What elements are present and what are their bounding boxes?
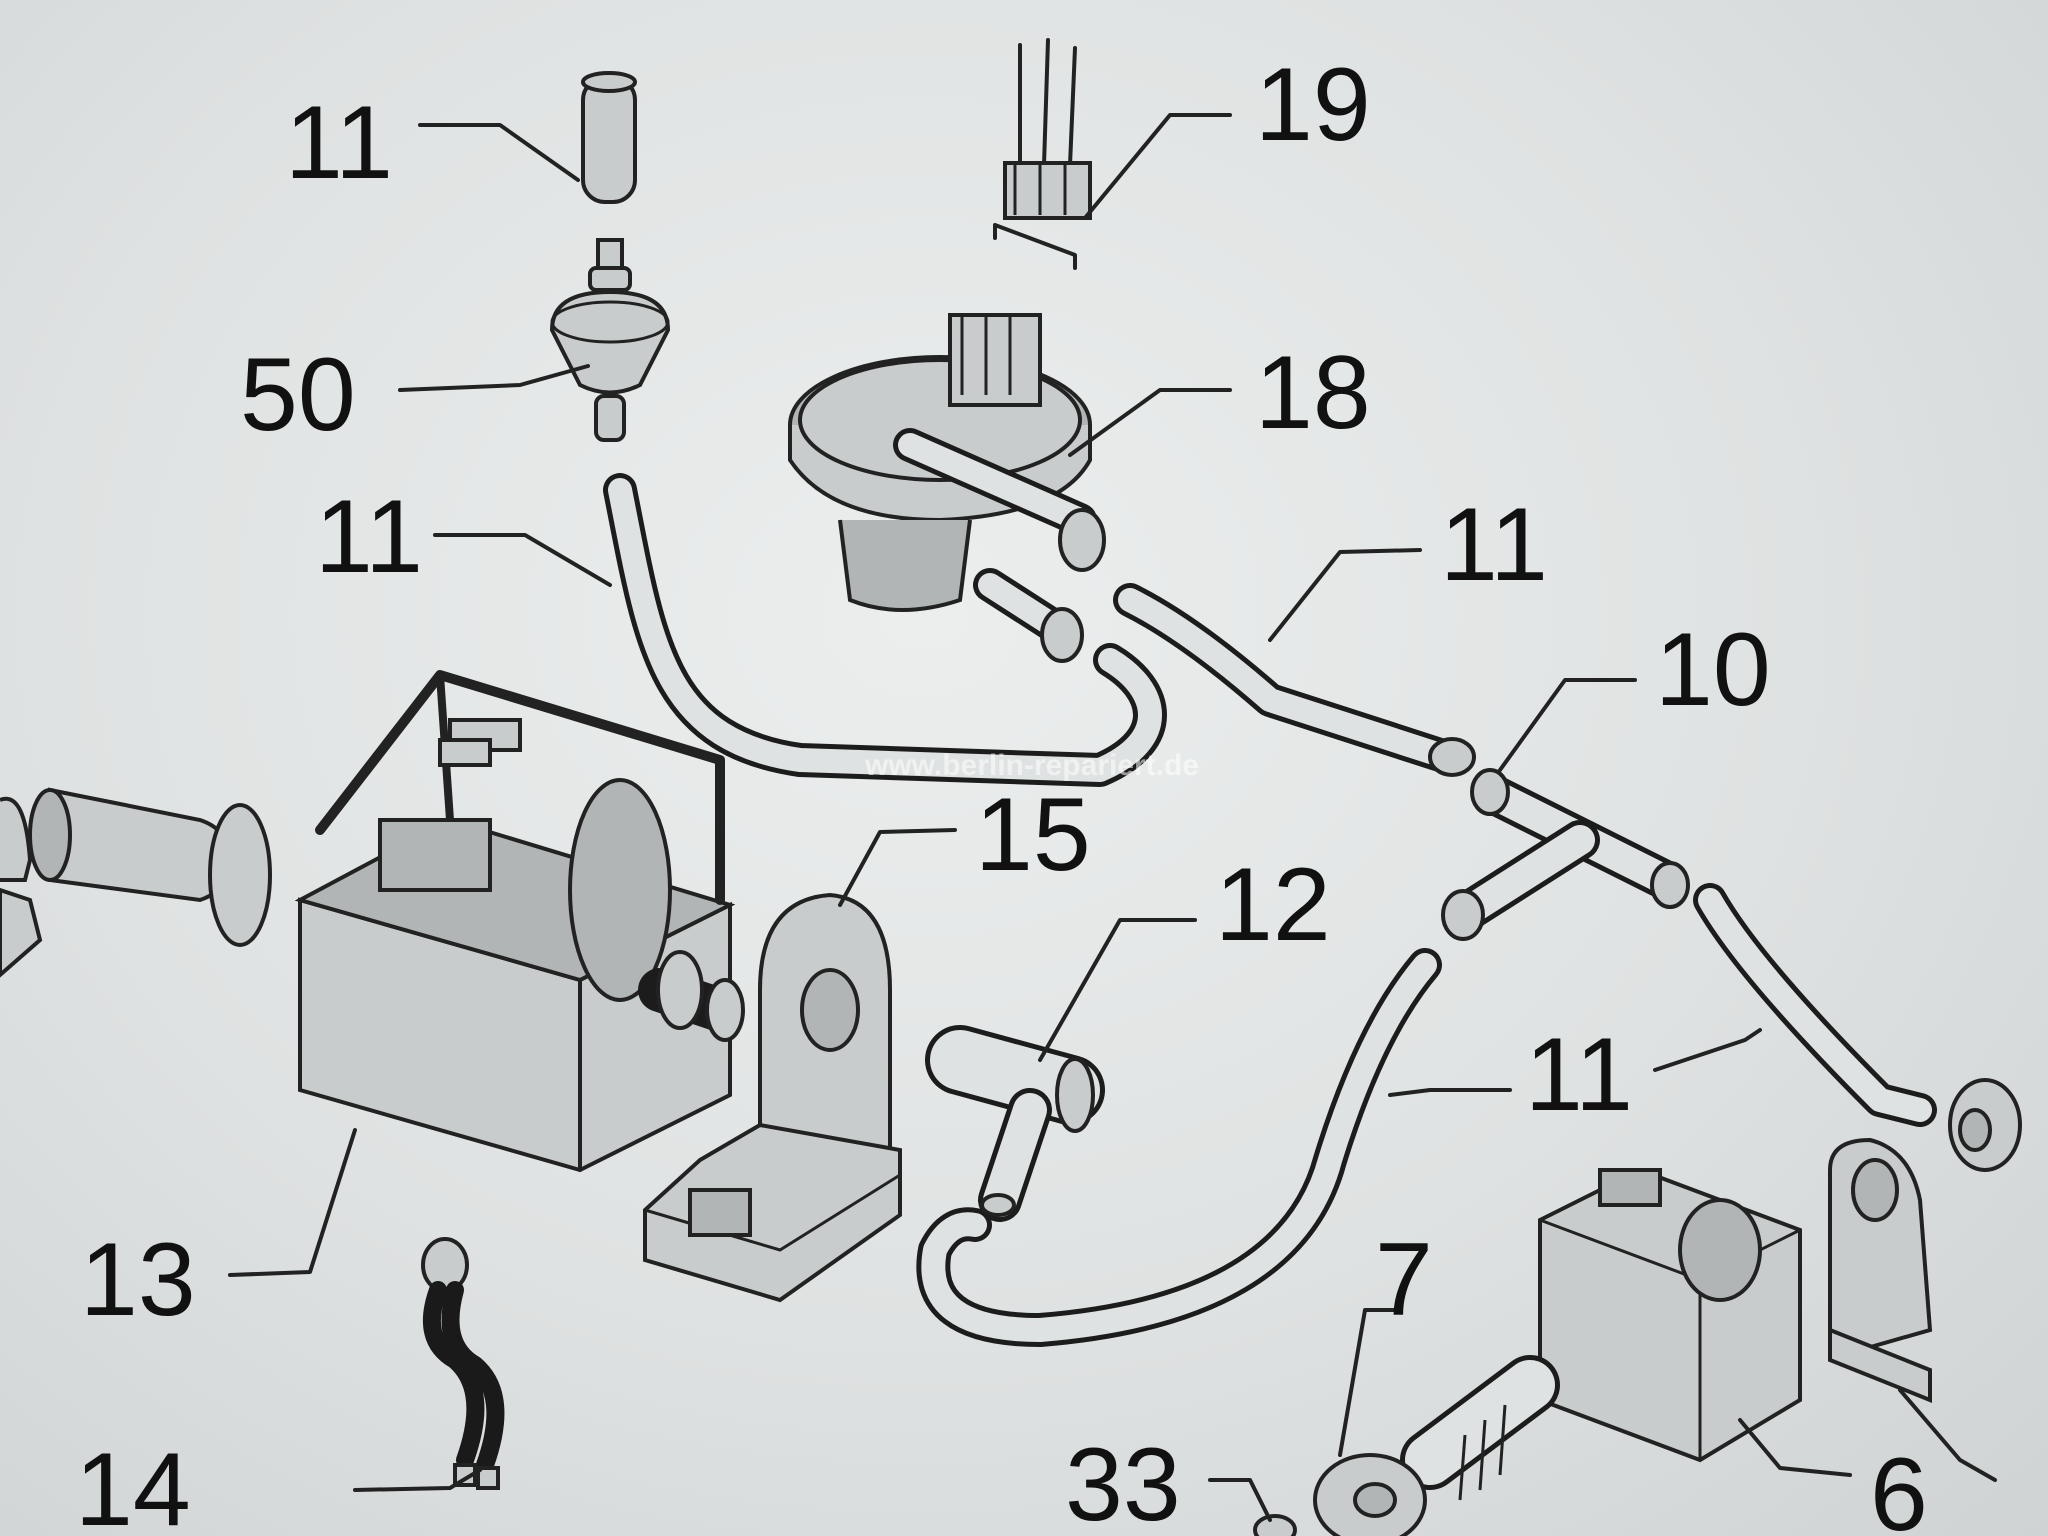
label-14: 14 [75, 1432, 191, 1536]
part-13-vibration-pump [28, 670, 745, 1173]
part-50-inline-filter [549, 238, 671, 442]
label-15: 15 [975, 777, 1091, 893]
label-11-top: 11 [285, 85, 393, 201]
part-unnumbered-left [0, 796, 43, 978]
label-7: 7 [1375, 1222, 1433, 1338]
label-50: 50 [240, 337, 356, 453]
part-12-elbow [925, 1025, 1105, 1222]
part-33-fitting [1253, 1514, 1297, 1536]
label-11-right: 11 [1440, 487, 1548, 603]
label-12: 12 [1215, 847, 1331, 963]
part-11-hose-right [1113, 583, 1476, 777]
part-7-washer [1313, 1453, 1427, 1536]
part-11-hose-lower [916, 948, 1442, 1347]
label-6: 6 [1870, 1437, 1928, 1536]
part-6-small-pump [1400, 1078, 2022, 1501]
part-14-thermal-fuse [421, 1237, 505, 1490]
watermark: www.berlin-repariert.de [864, 749, 1199, 782]
part-19-connector [993, 38, 1092, 270]
label-19: 19 [1255, 47, 1371, 163]
callout-labels: 11 19 50 18 11 11 10 15 12 11 13 7 14 33… [75, 47, 1928, 1536]
part-11-short-tube [581, 71, 637, 204]
label-11-lower: 11 [1525, 1017, 1633, 1133]
label-18: 18 [1255, 335, 1371, 451]
part-18-pressure-switch [788, 313, 1106, 663]
part-11-hose-left [603, 473, 1167, 787]
label-13: 13 [80, 1222, 196, 1338]
part-11-hose-lower-right [1693, 883, 1937, 1127]
label-10: 10 [1655, 612, 1771, 728]
part-15-bracket [643, 892, 902, 1303]
label-11-left: 11 [315, 479, 423, 595]
part-10-t-connector [1441, 768, 1690, 941]
leader-lines [228, 113, 1997, 1522]
label-33: 33 [1065, 1427, 1181, 1536]
